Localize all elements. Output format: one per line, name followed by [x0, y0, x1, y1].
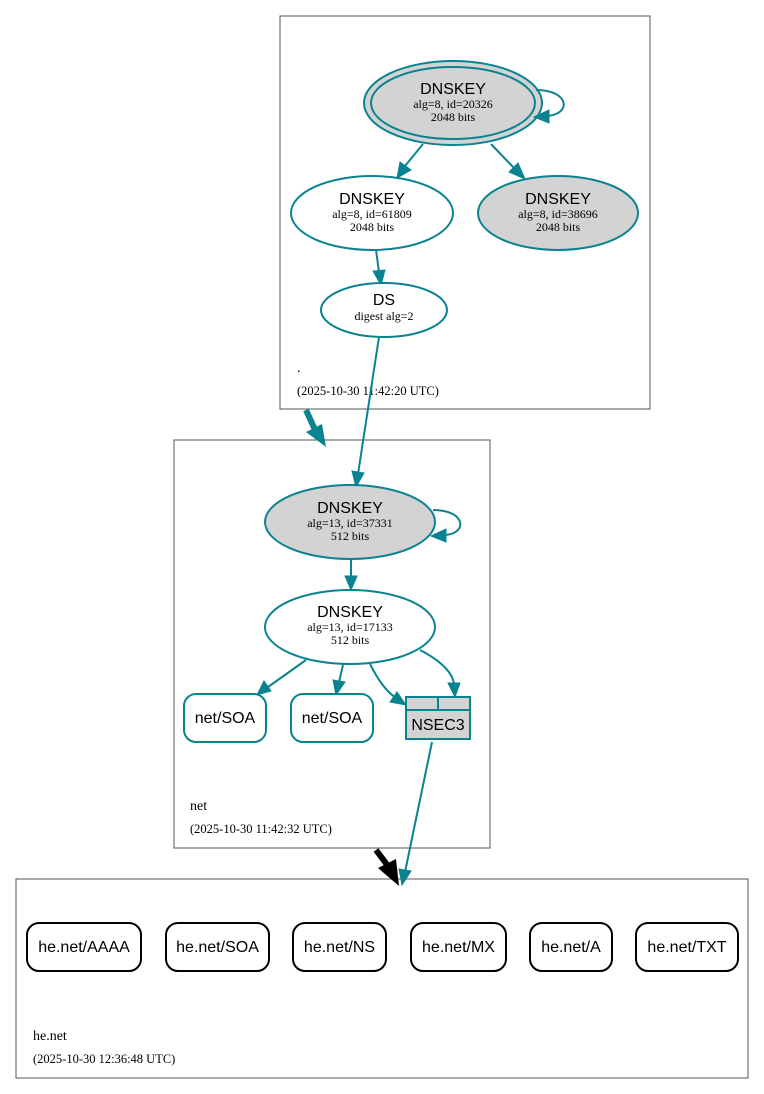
net-ksk-title: DNSKEY: [317, 500, 383, 517]
edge-net-zsk-soa1: [267, 659, 307, 688]
net-nsec3-label: NSEC3: [411, 717, 464, 734]
henet-record-label: he.net/NS: [304, 939, 375, 956]
root-zsk-title: DNSKEY: [339, 191, 405, 208]
henet-record-box: [292, 922, 387, 972]
henet-record-box: [410, 922, 507, 972]
root-ds-title: DS: [373, 292, 395, 309]
net-soa-node-2[interactable]: net/SOA: [290, 693, 374, 743]
henet-record-box: [26, 922, 142, 972]
edge-ds-net-ksk-arrow: [351, 470, 365, 489]
zone-henet-name: he.net: [33, 1029, 67, 1044]
henet-record-box: [165, 922, 270, 972]
edge-root-ksk-zsk2: [490, 143, 515, 169]
root-ksk-title: DNSKEY: [420, 81, 486, 98]
root-zsk2-title: DNSKEY: [525, 191, 591, 208]
henet-record-node[interactable]: he.net/TXT: [635, 922, 739, 972]
net-zsk-bits: 512 bits: [331, 633, 370, 647]
henet-record-node[interactable]: he.net/SOA: [165, 922, 270, 972]
net-zsk-title: DNSKEY: [317, 604, 383, 621]
edge-root-zsk-ds-arrow: [372, 269, 386, 287]
edge-nsec3-henet-arrow: [398, 868, 412, 887]
henet-record-box: [529, 922, 613, 972]
zone-net-timestamp: (2025-10-30 11:42:32 UTC): [190, 822, 332, 836]
delegation-net-henet: [373, 848, 391, 868]
henet-record-label: he.net/AAAA: [38, 939, 130, 956]
zone-box-henet: [15, 878, 749, 1079]
edge-net-zsk-nsec3-b-arrow: [447, 682, 461, 699]
net-soa-label-2: net/SOA: [302, 710, 363, 727]
henet-record-label: he.net/A: [541, 939, 601, 956]
henet-record-node[interactable]: he.net/NS: [292, 922, 387, 972]
root-ds-node[interactable]: DS digest alg=2: [320, 282, 448, 338]
henet-record-box: [635, 922, 739, 972]
root-zsk2-bits: 2048 bits: [536, 220, 581, 234]
net-nsec3-node[interactable]: NSEC3: [405, 696, 471, 740]
root-ksk-self-loop: [535, 89, 565, 117]
henet-record-label: he.net/TXT: [647, 939, 726, 956]
edge-root-ksk-zsk: [404, 143, 424, 167]
henet-record-node[interactable]: he.net/AAAA: [26, 922, 142, 972]
edge-net-zsk-soa2-arrow: [332, 679, 346, 697]
net-ksk-self-loop: [432, 509, 462, 536]
root-zsk-alg: alg=8, id=61809: [332, 207, 412, 221]
edge-net-ksk-zsk-arrow: [344, 575, 358, 592]
net-zsk-alg: alg=13, id=17133: [307, 620, 393, 634]
root-ksk-node[interactable]: DNSKEY alg=8, id=20326 2048 bits: [363, 60, 543, 146]
zone-henet-timestamp: (2025-10-30 12:36:48 UTC): [33, 1052, 175, 1066]
root-zsk-bits: 2048 bits: [350, 220, 395, 234]
edge-nsec3-henet: [404, 741, 433, 873]
zone-net-name: net: [190, 799, 207, 814]
root-zsk-node[interactable]: DNSKEY alg=8, id=61809 2048 bits: [290, 175, 454, 251]
net-ksk-bits: 512 bits: [331, 529, 370, 543]
root-zsk2-node[interactable]: DNSKEY alg=8, id=38696 2048 bits: [477, 175, 639, 251]
edge-net-zsk-nsec3-a-arrow: [389, 691, 408, 706]
root-ds-digest: digest alg=2: [354, 309, 413, 323]
root-ksk-bits: 2048 bits: [431, 110, 476, 124]
edge-net-zsk-soa2: [338, 664, 344, 683]
edge-root-ksk-zsk2-arrow: [508, 162, 526, 180]
root-ksk-alg: alg=8, id=20326: [413, 97, 493, 111]
delegation-net-henet-arrow: [378, 859, 399, 886]
root-zsk2-alg: alg=8, id=38696: [518, 207, 598, 221]
edge-net-zsk-soa1-arrow: [256, 680, 272, 696]
edge-net-zsk-nsec3-b: [419, 649, 455, 685]
henet-record-label: he.net/SOA: [176, 939, 259, 956]
henet-record-label: he.net/MX: [422, 939, 495, 956]
net-ksk-node[interactable]: DNSKEY alg=13, id=37331 512 bits: [264, 484, 436, 560]
henet-record-node[interactable]: he.net/A: [529, 922, 613, 972]
edge-root-zsk-ds: [375, 249, 380, 273]
edge-ds-net-ksk: [357, 336, 380, 475]
root-ksk-self-loop-arrow: [532, 109, 550, 124]
net-zsk-node[interactable]: DNSKEY alg=13, id=17133 512 bits: [264, 589, 436, 665]
delegation-root-net-arrow: [306, 424, 326, 447]
net-ksk-self-loop-arrow: [429, 528, 447, 543]
zone-root-timestamp: (2025-10-30 11:42:20 UTC): [297, 384, 439, 398]
edge-root-ksk-zsk-arrow: [396, 161, 412, 179]
henet-record-node[interactable]: he.net/MX: [410, 922, 507, 972]
zone-root-name: .: [297, 361, 301, 376]
net-soa-node-1[interactable]: net/SOA: [183, 693, 267, 743]
net-ksk-alg: alg=13, id=37331: [307, 516, 393, 530]
net-soa-label-1: net/SOA: [195, 710, 256, 727]
